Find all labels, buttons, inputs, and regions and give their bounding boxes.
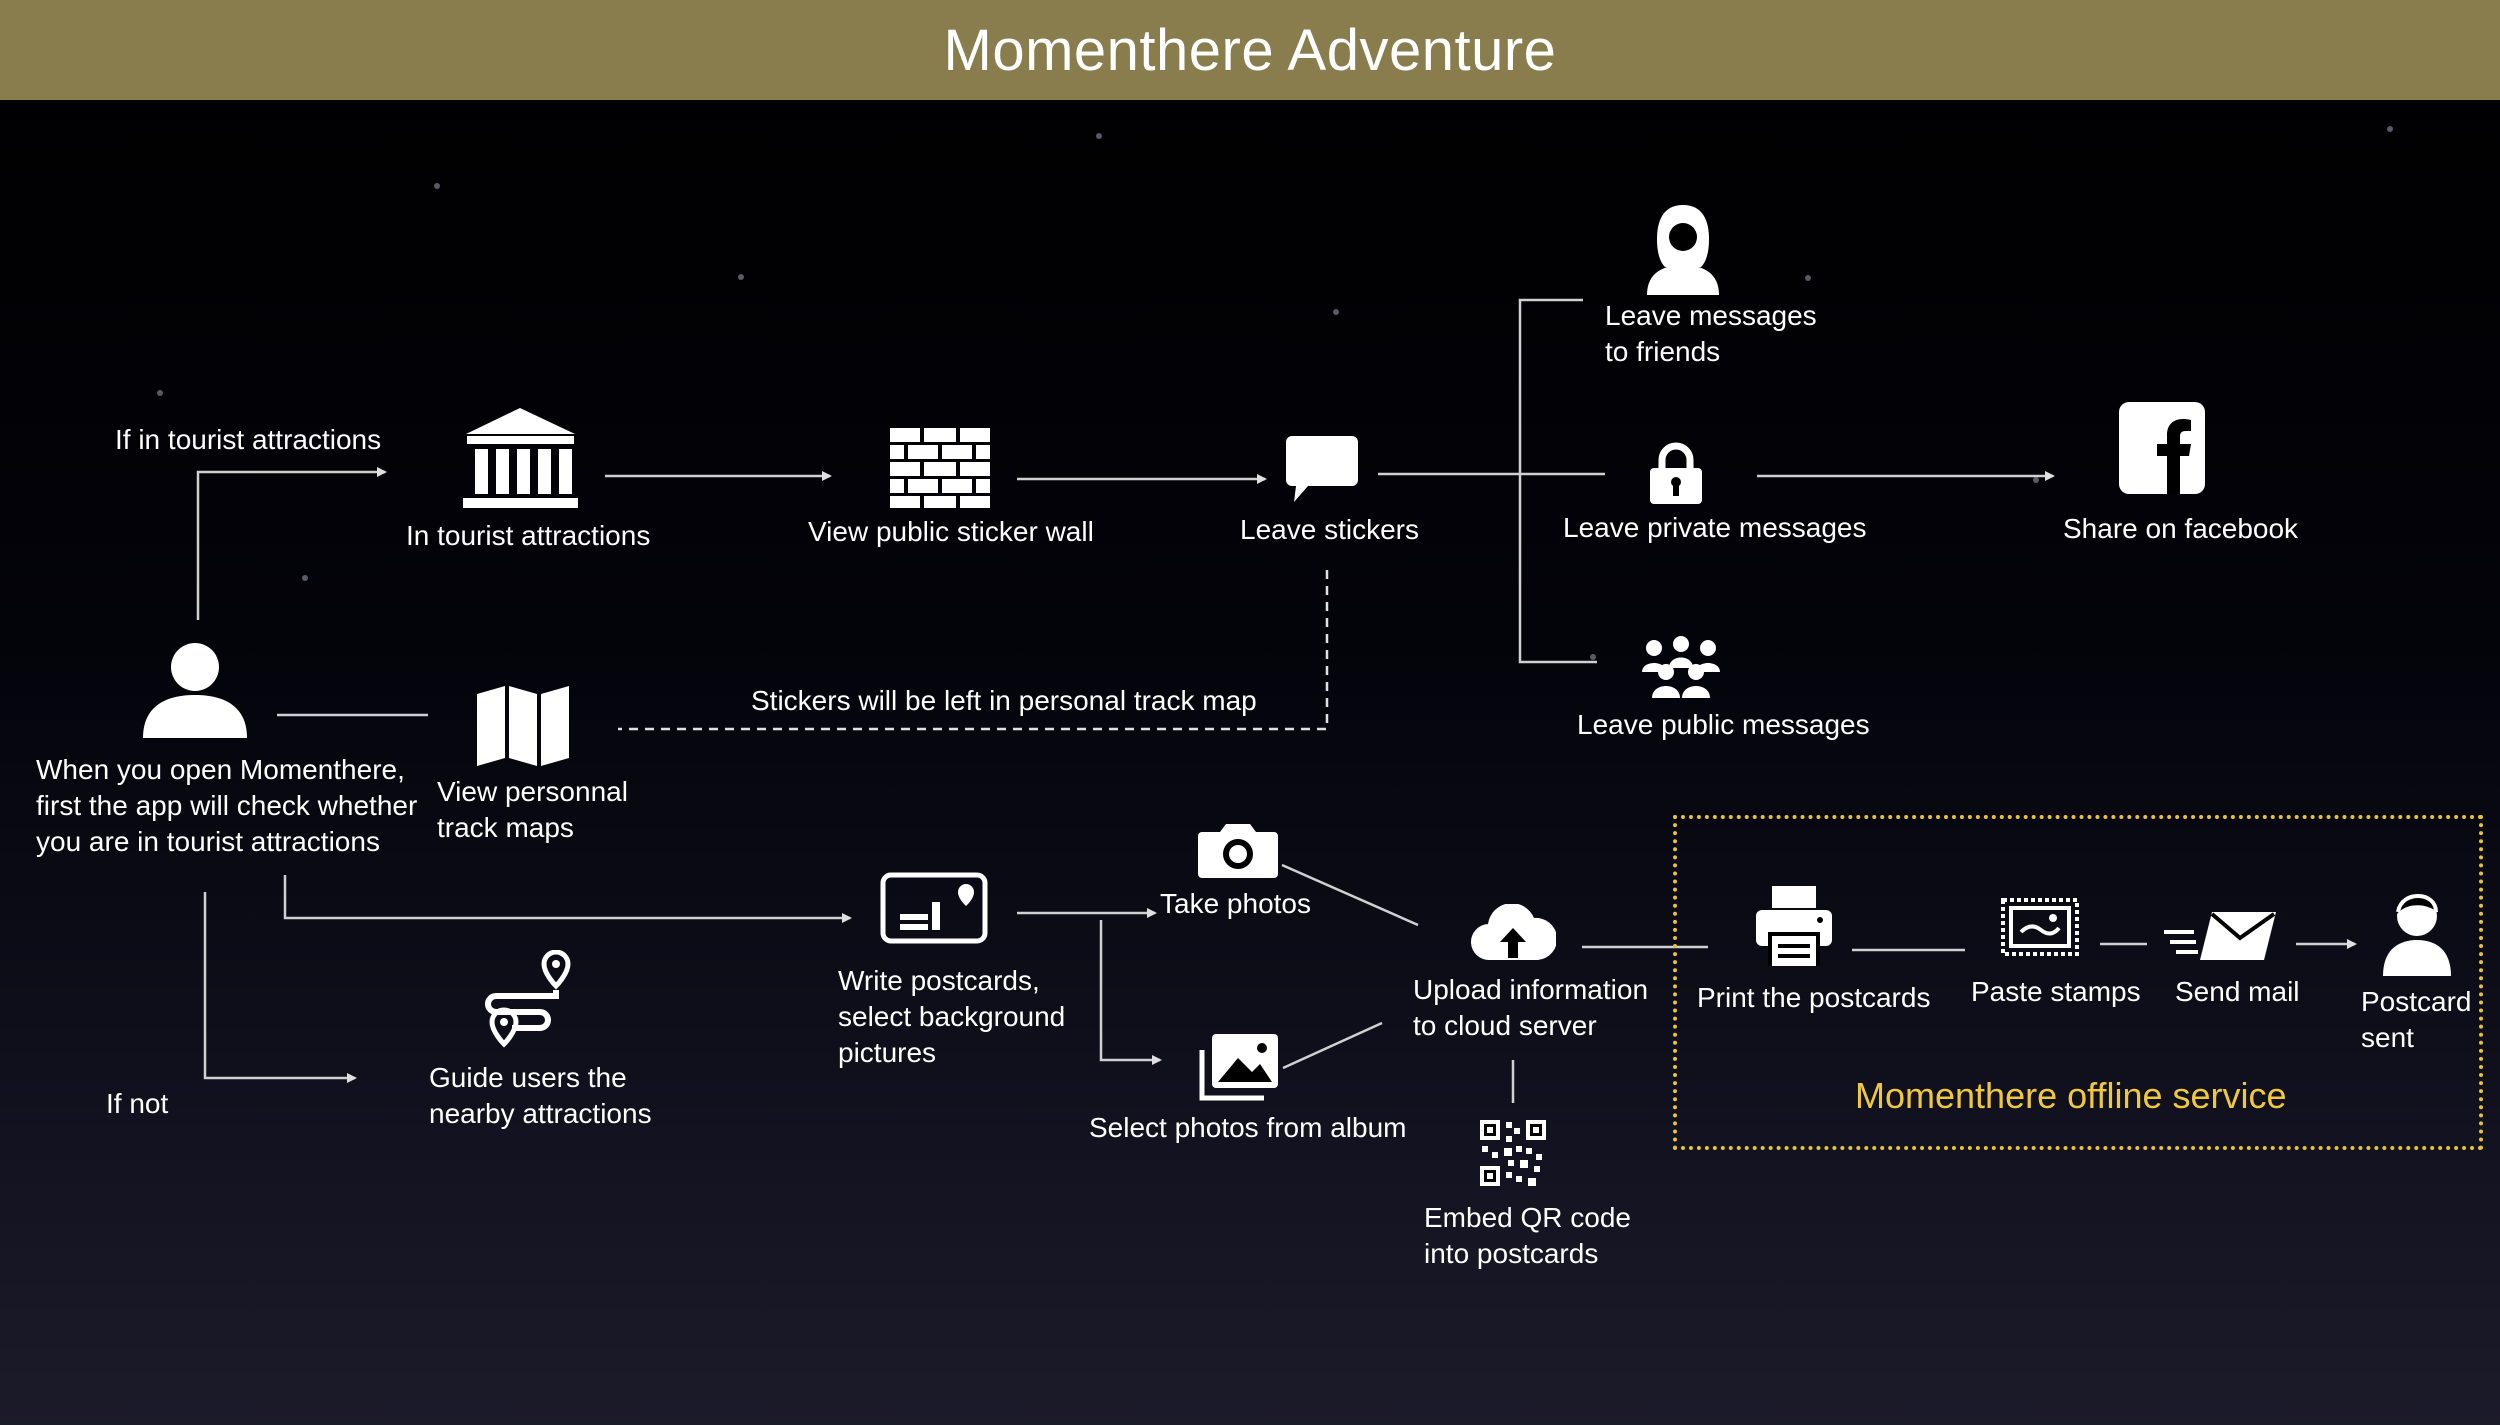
stickers-note-label: Stickers will be left in personal track … bbox=[751, 685, 1257, 716]
map-icon bbox=[477, 686, 569, 766]
facebook-icon bbox=[2119, 402, 2205, 494]
star bbox=[1333, 309, 1339, 315]
in-tourist-label: In tourist attractions bbox=[406, 520, 651, 551]
mail-icon bbox=[2164, 912, 2276, 960]
sticker-wall-label: View public sticker wall bbox=[808, 516, 1094, 547]
postcard-sent-label: Postcard sent bbox=[2361, 986, 2472, 1053]
print-label: Print the postcards bbox=[1697, 982, 1931, 1013]
offline-service-box bbox=[1673, 815, 2483, 1150]
take-photos-label: Take photos bbox=[1160, 888, 1311, 919]
speech-bubble-icon bbox=[1286, 436, 1358, 502]
lock-icon bbox=[1650, 442, 1702, 504]
picture-icon bbox=[1199, 1034, 1278, 1101]
star bbox=[434, 183, 440, 189]
star bbox=[1590, 654, 1596, 660]
if-not-label: If not bbox=[106, 1088, 169, 1119]
msg-friends-label: Leave messages to friends bbox=[1605, 300, 1817, 367]
stamp-icon bbox=[2001, 898, 2079, 956]
star bbox=[2033, 477, 2039, 483]
track-maps-label: View personnal track maps bbox=[437, 776, 628, 843]
star bbox=[1096, 133, 1102, 139]
qr-code-icon bbox=[1480, 1120, 1546, 1186]
star bbox=[1805, 275, 1811, 281]
start-description: When you open Momenthere, first the app … bbox=[36, 754, 418, 857]
camera-icon bbox=[1198, 824, 1278, 878]
postcard-icon bbox=[880, 872, 988, 944]
recipient-icon bbox=[2383, 893, 2451, 976]
cloud-upload-icon bbox=[1470, 904, 1556, 961]
header-bar: Momenthere Adventure bbox=[0, 0, 2500, 100]
guide-label: Guide users the nearby attractions bbox=[429, 1062, 652, 1129]
msg-private-label: Leave private messages bbox=[1563, 512, 1867, 543]
user-icon bbox=[143, 643, 247, 738]
star bbox=[738, 274, 744, 280]
museum-icon bbox=[463, 408, 578, 508]
brick-wall-icon bbox=[890, 428, 990, 508]
if-tourist-label: If in tourist attractions bbox=[115, 424, 382, 455]
printer-icon bbox=[1756, 886, 1832, 966]
upload-label: Upload information to cloud server bbox=[1413, 974, 1649, 1041]
page-title: Momenthere Adventure bbox=[943, 17, 1557, 83]
msg-public-label: Leave public messages bbox=[1577, 709, 1870, 740]
offline-service-label: Momenthere offline service bbox=[1855, 1075, 2287, 1116]
qr-label: Embed QR code into postcards bbox=[1424, 1202, 1631, 1269]
share-facebook-label: Share on facebook bbox=[2063, 513, 2299, 544]
send-mail-label: Send mail bbox=[2175, 976, 2300, 1007]
star bbox=[157, 390, 163, 396]
group-icon bbox=[1642, 636, 1720, 698]
leave-stickers-label: Leave stickers bbox=[1240, 514, 1419, 545]
album-label: Select photos from album bbox=[1089, 1112, 1407, 1143]
stamps-label: Paste stamps bbox=[1971, 976, 2141, 1007]
star bbox=[2387, 126, 2393, 132]
write-postcards-label: Write postcards, select background pictu… bbox=[838, 965, 1066, 1068]
route-pin-icon bbox=[485, 950, 571, 1048]
star bbox=[302, 575, 308, 581]
woman-icon bbox=[1647, 205, 1719, 295]
